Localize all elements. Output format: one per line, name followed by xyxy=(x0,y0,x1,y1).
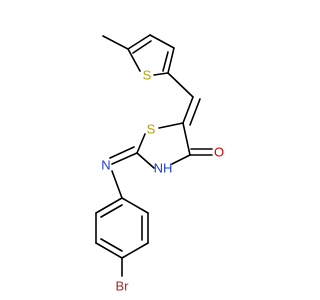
bond-ch-c5ring xyxy=(182,96,194,124)
benzene-ring xyxy=(95,197,149,277)
bond-c2-n xyxy=(111,152,138,165)
bond-c4-c5 xyxy=(182,122,191,156)
bond-ar4-double xyxy=(100,238,123,252)
bond-c2-ch xyxy=(167,72,194,98)
imine-linker xyxy=(109,146,138,199)
bond-ar4 xyxy=(95,242,123,259)
bond-n-ar xyxy=(111,170,123,199)
bond-ch-c5ring-double xyxy=(189,98,201,126)
bond-ar1 xyxy=(121,197,149,214)
thiazolidinone-ring xyxy=(136,122,213,169)
bond-c2-s xyxy=(153,72,169,76)
bond-n3-c4 xyxy=(171,154,191,165)
bond-c2-n-double xyxy=(109,146,135,159)
atom-s-thiophene: S xyxy=(143,68,152,83)
bond-ar6-double xyxy=(100,204,123,218)
bond-c5-c4-double xyxy=(132,40,152,54)
bond-c4-c3 xyxy=(149,34,175,49)
bond-ar6 xyxy=(95,197,123,214)
atom-o-carbonyl: O xyxy=(214,145,224,160)
atom-n-imine: N xyxy=(101,158,110,173)
bond-c2-n3 xyxy=(136,152,155,169)
bond-s-c2 xyxy=(136,133,146,154)
bond-c5-s xyxy=(158,122,184,129)
molecule-canvas: S S NH N O Br xyxy=(95,34,224,294)
bond-ar3 xyxy=(121,242,149,259)
bond-c3-c2 xyxy=(167,47,175,74)
bond-s-c5 xyxy=(127,48,141,72)
atom-nh: NH xyxy=(154,161,173,176)
bond-c3-c2-double xyxy=(162,51,169,72)
bond-c5-c4 xyxy=(127,34,151,50)
bond-methyl xyxy=(102,35,129,50)
methylidene-linker xyxy=(167,72,201,126)
atom-s-thiazolidinone: S xyxy=(147,122,156,137)
atom-br: Br xyxy=(116,279,130,294)
structure-diagram: S S NH N O Br xyxy=(95,34,224,294)
thiophene-ring xyxy=(102,34,175,76)
